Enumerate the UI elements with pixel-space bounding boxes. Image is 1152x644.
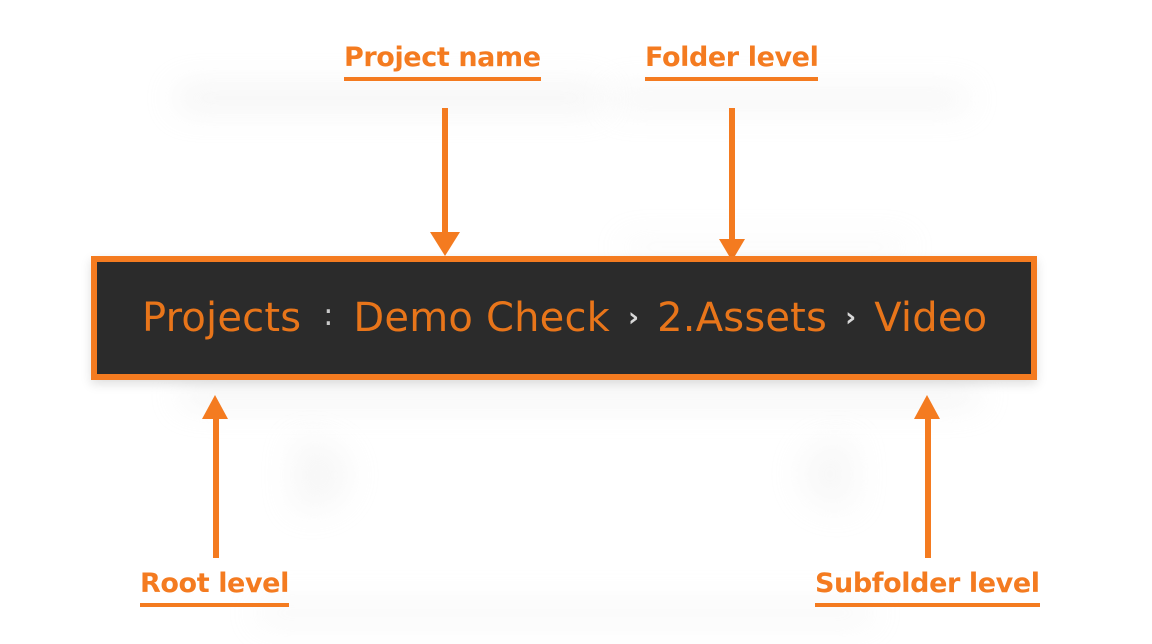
- arrow-up-icon-root-level: [201, 395, 231, 558]
- background-blur-shape: [292, 440, 350, 510]
- arrow-head: [914, 395, 940, 419]
- arrow-head: [430, 232, 460, 256]
- breadcrumb-item-project[interactable]: Demo Check: [353, 295, 611, 341]
- chevron-right-icon-1: ›: [628, 301, 640, 333]
- background-blur-shape: [175, 85, 605, 111]
- chevron-right-icon-2: ›: [845, 301, 857, 333]
- background-blur-shape: [180, 385, 980, 405]
- annotation-label-project-name: Project name: [344, 44, 541, 81]
- breadcrumb-item-folder[interactable]: 2.Assets: [657, 295, 828, 341]
- arrow-up-icon-subfolder-level: [913, 395, 943, 558]
- background-blur-shape: [610, 88, 970, 110]
- background-blur-shape: [800, 440, 856, 508]
- arrow-head: [202, 395, 228, 419]
- arrow-shaft: [213, 416, 219, 558]
- annotation-label-folder-level: Folder level: [645, 44, 819, 81]
- breadcrumb-item-root[interactable]: Projects: [142, 295, 302, 341]
- background-blur-shape: [620, 238, 910, 256]
- arrow-shaft: [729, 108, 735, 239]
- arrow-down-icon-project-name: [430, 108, 460, 256]
- breadcrumb: Projects : Demo Check › 2.Assets › Video: [91, 256, 1037, 380]
- arrow-shaft: [925, 416, 931, 558]
- breadcrumb-item-subfolder[interactable]: Video: [874, 295, 988, 341]
- arrow-down-icon-folder-level: [717, 108, 747, 261]
- arrow-shaft: [442, 108, 448, 232]
- breadcrumb-separator-colon-icon: :: [323, 298, 334, 333]
- annotation-label-root-level: Root level: [140, 570, 289, 607]
- background-blur-shape: [255, 600, 875, 626]
- annotation-label-subfolder-level: Subfolder level: [815, 570, 1040, 607]
- arrow-head: [719, 239, 745, 261]
